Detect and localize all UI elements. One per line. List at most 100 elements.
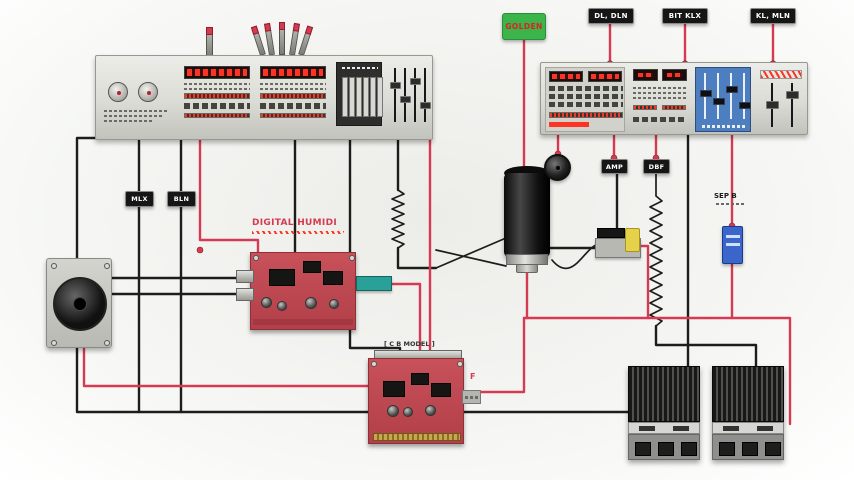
module-dbf: DBF xyxy=(643,159,670,174)
wire-red-teal-pcb2 xyxy=(388,282,422,358)
panel-fine-print xyxy=(633,97,687,99)
round-gauge xyxy=(544,154,571,181)
blue-regulator xyxy=(722,226,743,264)
terminal-block xyxy=(765,442,781,456)
screw-icon xyxy=(104,340,110,346)
slider-knob xyxy=(420,102,431,109)
band-slot xyxy=(757,426,773,431)
switch-lever-icon xyxy=(377,77,383,117)
mixer-readout-zone xyxy=(631,67,689,132)
teal-connector xyxy=(356,276,392,291)
capacitor-icon xyxy=(329,299,339,309)
led-segments xyxy=(591,74,619,79)
slider-slot xyxy=(404,68,406,122)
pcb2-board xyxy=(368,358,464,444)
yellow-capacitor xyxy=(625,228,640,252)
panel-fine-print xyxy=(184,88,250,90)
module-label: DBF xyxy=(648,162,665,171)
wire-black-diagonal-2 xyxy=(435,249,507,267)
led-display xyxy=(184,66,250,79)
fader-knob xyxy=(739,102,751,109)
module-label: BLN xyxy=(173,195,190,203)
display-block-a xyxy=(184,66,250,128)
module-mlx: MLX xyxy=(125,191,154,207)
fader-slot xyxy=(743,73,745,119)
led-segments xyxy=(187,69,247,76)
capacitor-icon xyxy=(387,405,399,417)
switch-lever-icon xyxy=(349,77,355,117)
coil-wire-center xyxy=(391,189,405,249)
terminal-label: KL, MLN xyxy=(755,12,791,20)
screw-icon xyxy=(253,255,259,261)
terminal-block xyxy=(719,442,735,456)
heatsink-fins xyxy=(628,366,700,422)
screw-icon xyxy=(51,263,57,269)
terminal-block xyxy=(742,442,758,456)
wire-black-coil-bottom xyxy=(396,246,438,270)
regulator-stripe xyxy=(726,243,740,246)
led-segments xyxy=(263,69,323,76)
wire-red-main-bus xyxy=(522,316,792,426)
slider-knob xyxy=(410,78,421,85)
fader-knob xyxy=(713,98,725,105)
level-meter xyxy=(260,113,326,118)
led-display xyxy=(549,71,583,82)
amp-band xyxy=(628,422,700,434)
terminal-label-box-1: DL, DLN xyxy=(588,8,634,24)
pcb2-title: [ C B MODEL ] xyxy=(384,340,435,348)
green-tag-label: GOLDEN xyxy=(505,22,543,31)
screw-icon xyxy=(349,255,355,261)
amp-base xyxy=(712,434,784,460)
fader-slot xyxy=(730,73,732,119)
screw-icon xyxy=(51,340,57,346)
module-label: MLX xyxy=(131,195,148,203)
slider-knob xyxy=(766,101,779,109)
button-row xyxy=(549,94,623,99)
wire-black-coil-amp2 xyxy=(654,324,758,370)
ribbon-slots xyxy=(465,396,479,399)
speaker-unit xyxy=(46,258,112,348)
knob-icon xyxy=(108,82,128,102)
level-meter xyxy=(260,93,326,99)
regulator-stripe xyxy=(726,235,740,238)
connector-dot xyxy=(196,246,204,254)
level-meter xyxy=(184,113,250,118)
relay-body xyxy=(597,228,625,238)
antenna-pin-icon xyxy=(279,22,285,55)
display-block-b xyxy=(260,66,326,128)
terminal-block xyxy=(635,442,651,456)
led-segments xyxy=(667,73,682,77)
slider-knob xyxy=(390,82,401,89)
slider-bank xyxy=(388,62,431,130)
ic-chip xyxy=(383,381,405,397)
red-indicator-bar xyxy=(549,122,589,127)
panel-fine-print xyxy=(184,83,250,85)
capacitor-icon xyxy=(305,297,317,309)
pcb1-title-underline xyxy=(252,231,344,234)
fader-knob xyxy=(726,86,738,93)
edge-connector xyxy=(236,288,254,301)
slider-slot xyxy=(791,83,793,127)
led-display xyxy=(588,71,622,82)
terminal-block xyxy=(681,442,697,456)
ic-chip xyxy=(269,269,295,286)
panel-fine-print xyxy=(260,83,326,85)
cylinder-terminal xyxy=(516,264,538,273)
capacitor-icon xyxy=(425,405,436,416)
panel-fine-print xyxy=(104,120,154,122)
edge-connector xyxy=(236,270,254,283)
pcb1-title: DIGITAL HUMIDI xyxy=(252,218,337,228)
level-meter xyxy=(549,112,623,118)
module-amp: AMP xyxy=(601,159,628,174)
panel-fine-print xyxy=(104,110,168,112)
level-meter xyxy=(633,105,657,110)
slider-slot xyxy=(414,68,416,122)
ic-chip xyxy=(431,383,451,397)
green-tag: GOLDEN xyxy=(502,13,546,40)
module-bln: BLN xyxy=(167,191,196,207)
ribbon-connector xyxy=(462,390,481,404)
pcb1-edge-strip xyxy=(253,319,353,325)
fader-zone-blue xyxy=(695,67,751,132)
band-slot xyxy=(639,426,655,431)
led-display xyxy=(633,69,658,81)
